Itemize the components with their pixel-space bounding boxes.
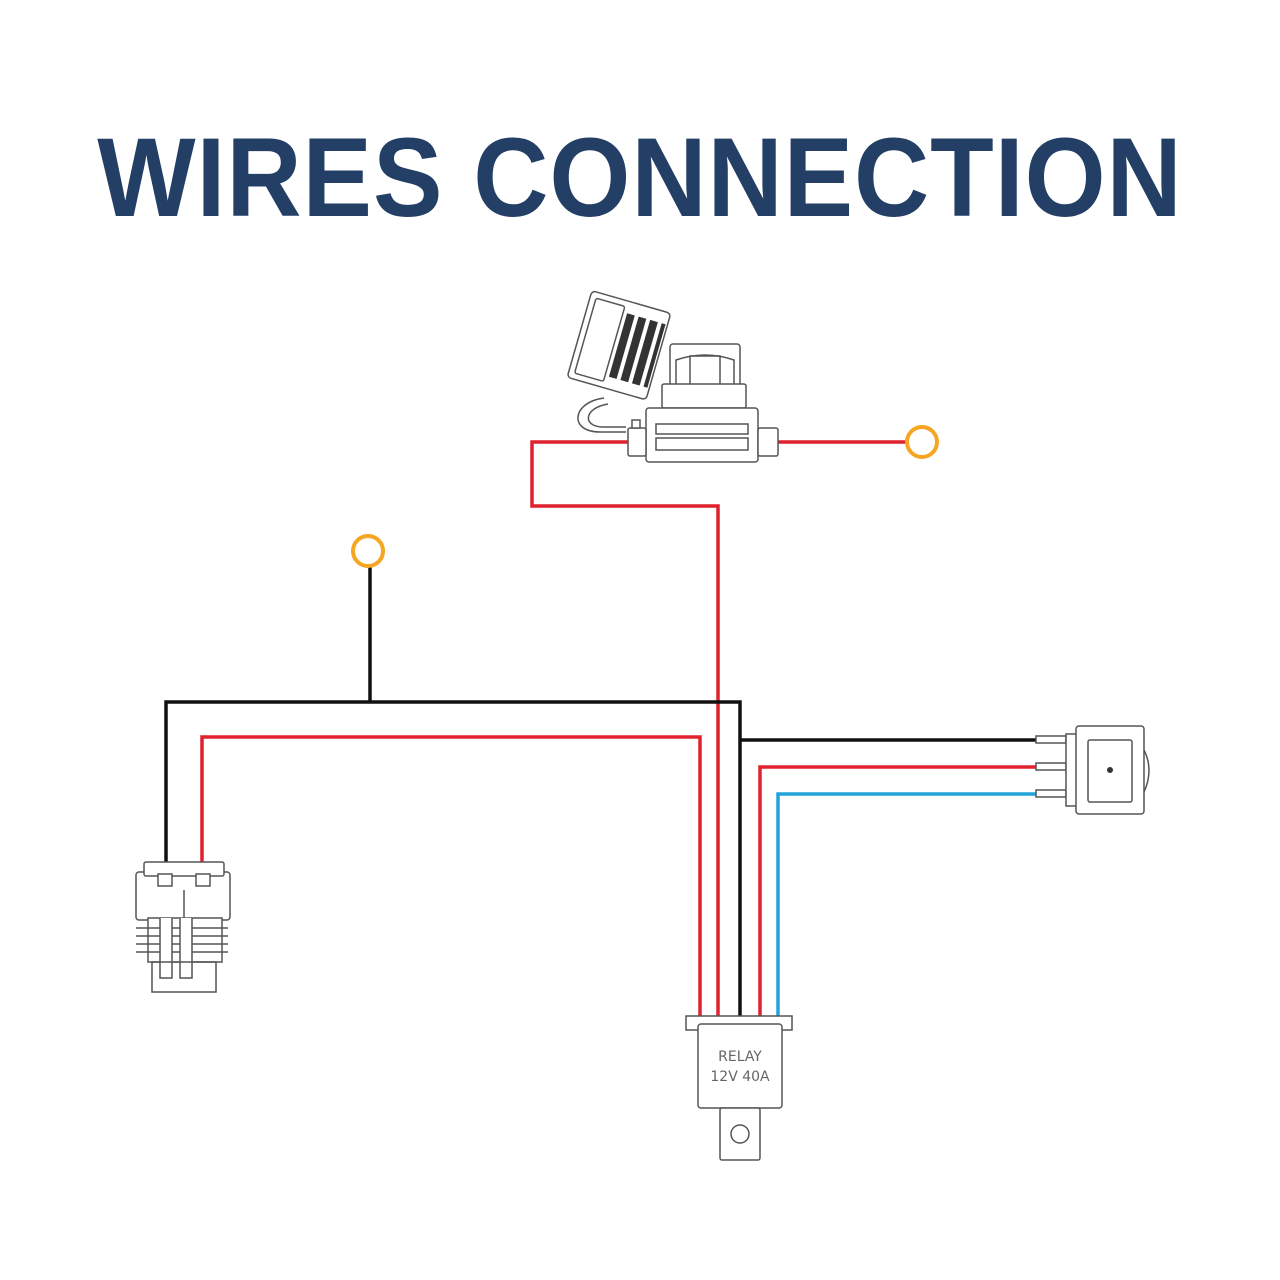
ring-terminal-icon <box>905 425 939 459</box>
light-ground-wire <box>164 700 742 1016</box>
switch-trigger-wire <box>776 792 1036 1016</box>
ring-terminal-icon <box>351 534 385 568</box>
relay-label-line2: 12V 40A <box>710 1069 770 1085</box>
light-power-wire <box>200 735 702 1016</box>
connector-plug-icon <box>135 861 231 993</box>
switch-power-wire <box>758 765 1036 1016</box>
relay-icon <box>685 1015 793 1161</box>
rocker-switch-icon <box>1035 725 1150 815</box>
relay-label-line1: RELAY <box>718 1049 762 1065</box>
fuse-to-relay-wire <box>530 440 720 1016</box>
fuse-holder-icon <box>567 290 779 463</box>
page-title: WIRES CONNECTION <box>97 115 1183 240</box>
